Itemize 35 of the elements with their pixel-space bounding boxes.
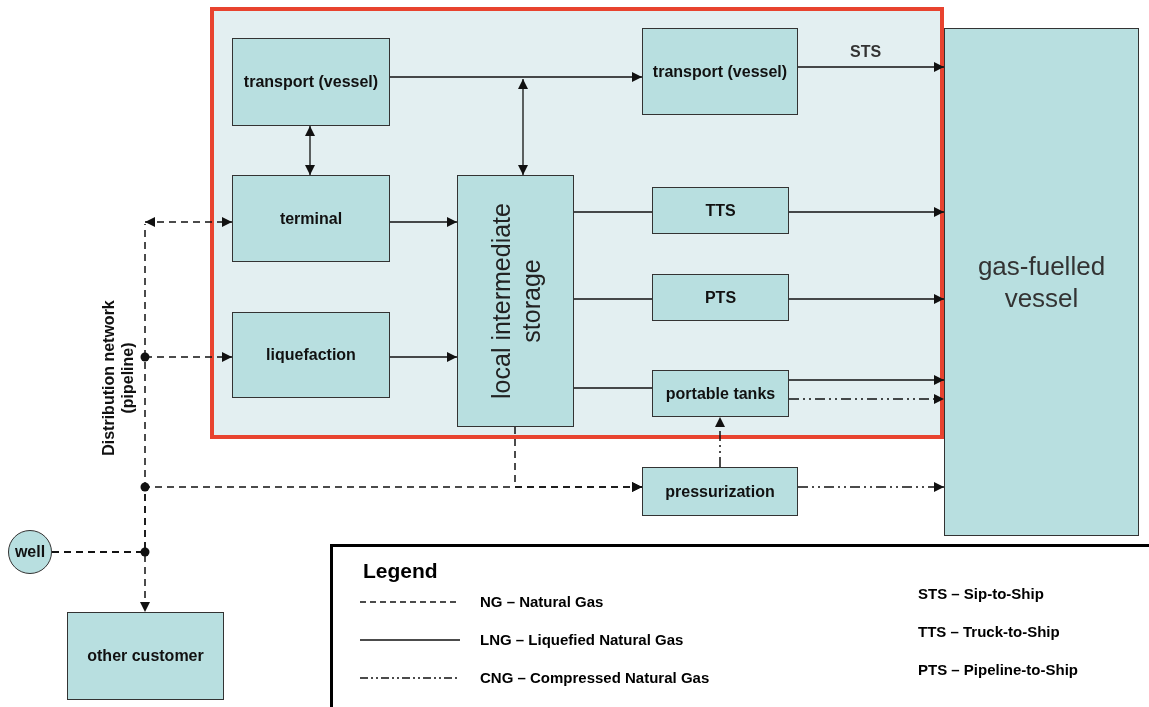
abbreviation-note: PTS – Pipeline-to-Ship [918,660,1078,680]
arrow [305,125,315,176]
process-box: liquefaction [232,312,390,398]
process-box: portable tanks [652,370,789,417]
arrow [51,551,150,613]
arrow [797,62,945,72]
arrow [144,217,233,227]
arrow [788,207,945,217]
storage-box: local intermediate storage [457,175,574,427]
arrow [797,482,945,492]
arrow [389,217,458,227]
process-box: terminal [232,175,390,262]
process-box: transport (vessel) [232,38,390,126]
arrow [788,394,945,404]
process-box: transport (vessel) [642,28,798,115]
legend-text: LNG – Liquefied Natural Gas [480,630,684,650]
abbreviation-note: TTS – Truck-to-Ship [918,622,1060,642]
arrow [518,78,528,176]
process-box: pressurization [642,467,798,516]
process-box: PTS [652,274,789,321]
legend-title: Legend [363,558,438,584]
process-box: TTS [652,187,789,234]
arrow [788,375,945,385]
arrow [389,72,643,82]
arrow [788,294,945,304]
network-label: Distribution network (pipeline) [99,299,137,458]
arrow [389,352,458,362]
process-box: other customer [67,612,224,700]
arrow [715,416,725,468]
legend-text: NG – Natural Gas [480,592,604,612]
region-frame [210,7,944,439]
abbreviation-note: STS – Sip-to-Ship [918,584,1044,604]
edge-label: STS [850,42,882,62]
legend-text: CNG – Compressed Natural Gas [480,668,710,688]
vessel-box: gas-fuelled vessel [944,28,1139,536]
